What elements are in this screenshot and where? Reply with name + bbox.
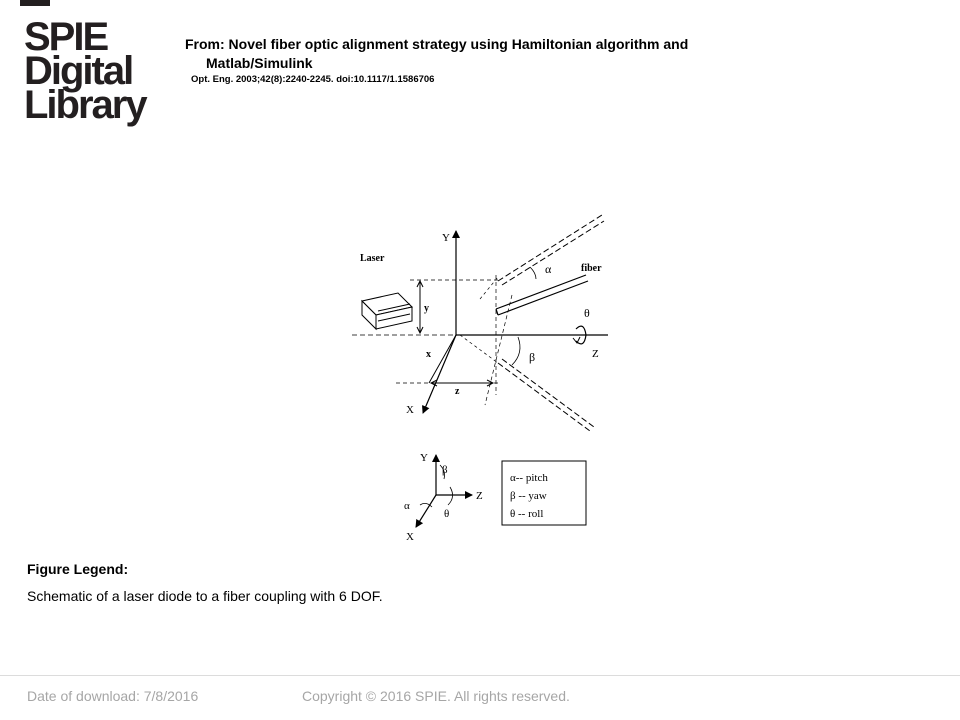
roll-arrow-icon bbox=[575, 325, 587, 345]
inset-label-theta: θ bbox=[444, 508, 449, 520]
label-x-small: x bbox=[426, 349, 431, 360]
schematic-figure: Laser Y Z X y x z fiber α β bbox=[340, 205, 620, 550]
label-y-axis: Y bbox=[442, 232, 450, 244]
inset-label-z: Z bbox=[476, 490, 483, 502]
article-title[interactable]: From: Novel fiber optic alignment strate… bbox=[185, 35, 825, 73]
logo-line-digital: Digital bbox=[24, 49, 134, 93]
label-x-axis: X bbox=[406, 404, 414, 416]
label-theta: θ bbox=[584, 306, 590, 320]
corner-mark bbox=[20, 0, 50, 6]
citation: Opt. Eng. 2003;42(8):2240-2245. doi:10.1… bbox=[191, 74, 435, 85]
figure-legend-heading: Figure Legend: bbox=[27, 561, 129, 577]
label-fiber: fiber bbox=[581, 263, 602, 274]
inset-label-x: X bbox=[406, 531, 414, 543]
inset-yaw: β -- yaw bbox=[510, 490, 547, 502]
footer-divider bbox=[0, 675, 960, 676]
inset-label-alpha: α bbox=[404, 500, 410, 512]
download-date: Date of download: 7/8/2016 bbox=[27, 688, 199, 704]
title-line-1: From: Novel fiber optic alignment strate… bbox=[185, 36, 689, 52]
spie-digital-library-logo[interactable]: SPIE Digital Library bbox=[24, 15, 149, 127]
pitch-dashed-fiber bbox=[497, 214, 605, 286]
label-beta: β bbox=[529, 350, 535, 364]
x-axis-line bbox=[422, 334, 457, 414]
label-z-small: z bbox=[455, 386, 460, 397]
label-laser: Laser bbox=[360, 253, 385, 264]
laser-diode-icon bbox=[361, 292, 413, 331]
label-y-small: y bbox=[424, 303, 429, 314]
inset-axes bbox=[415, 454, 473, 528]
label-z-axis: Z bbox=[592, 348, 599, 360]
copyright: Copyright © 2016 SPIE. All rights reserv… bbox=[302, 688, 570, 704]
yaw-dashed-fiber bbox=[497, 358, 595, 432]
x-offset-arrow bbox=[428, 334, 457, 384]
figure-legend-text: Schematic of a laser diode to a fiber co… bbox=[27, 588, 383, 604]
label-alpha: α bbox=[545, 262, 552, 276]
title-line-2: Matlab/Simulink bbox=[206, 55, 313, 71]
logo-line-spie: SPIE bbox=[24, 15, 109, 59]
inset-pitch: α-- pitch bbox=[510, 472, 548, 484]
inset-label-beta: β bbox=[442, 464, 448, 476]
fiber-icon bbox=[495, 274, 589, 316]
inset-roll: θ -- roll bbox=[510, 508, 543, 520]
inset-label-y: Y bbox=[420, 452, 428, 464]
schematic-svg: Laser Y Z X y x z fiber α β bbox=[352, 214, 608, 543]
logo-line-library: Library bbox=[24, 83, 148, 127]
inset-legend-box bbox=[501, 460, 587, 526]
